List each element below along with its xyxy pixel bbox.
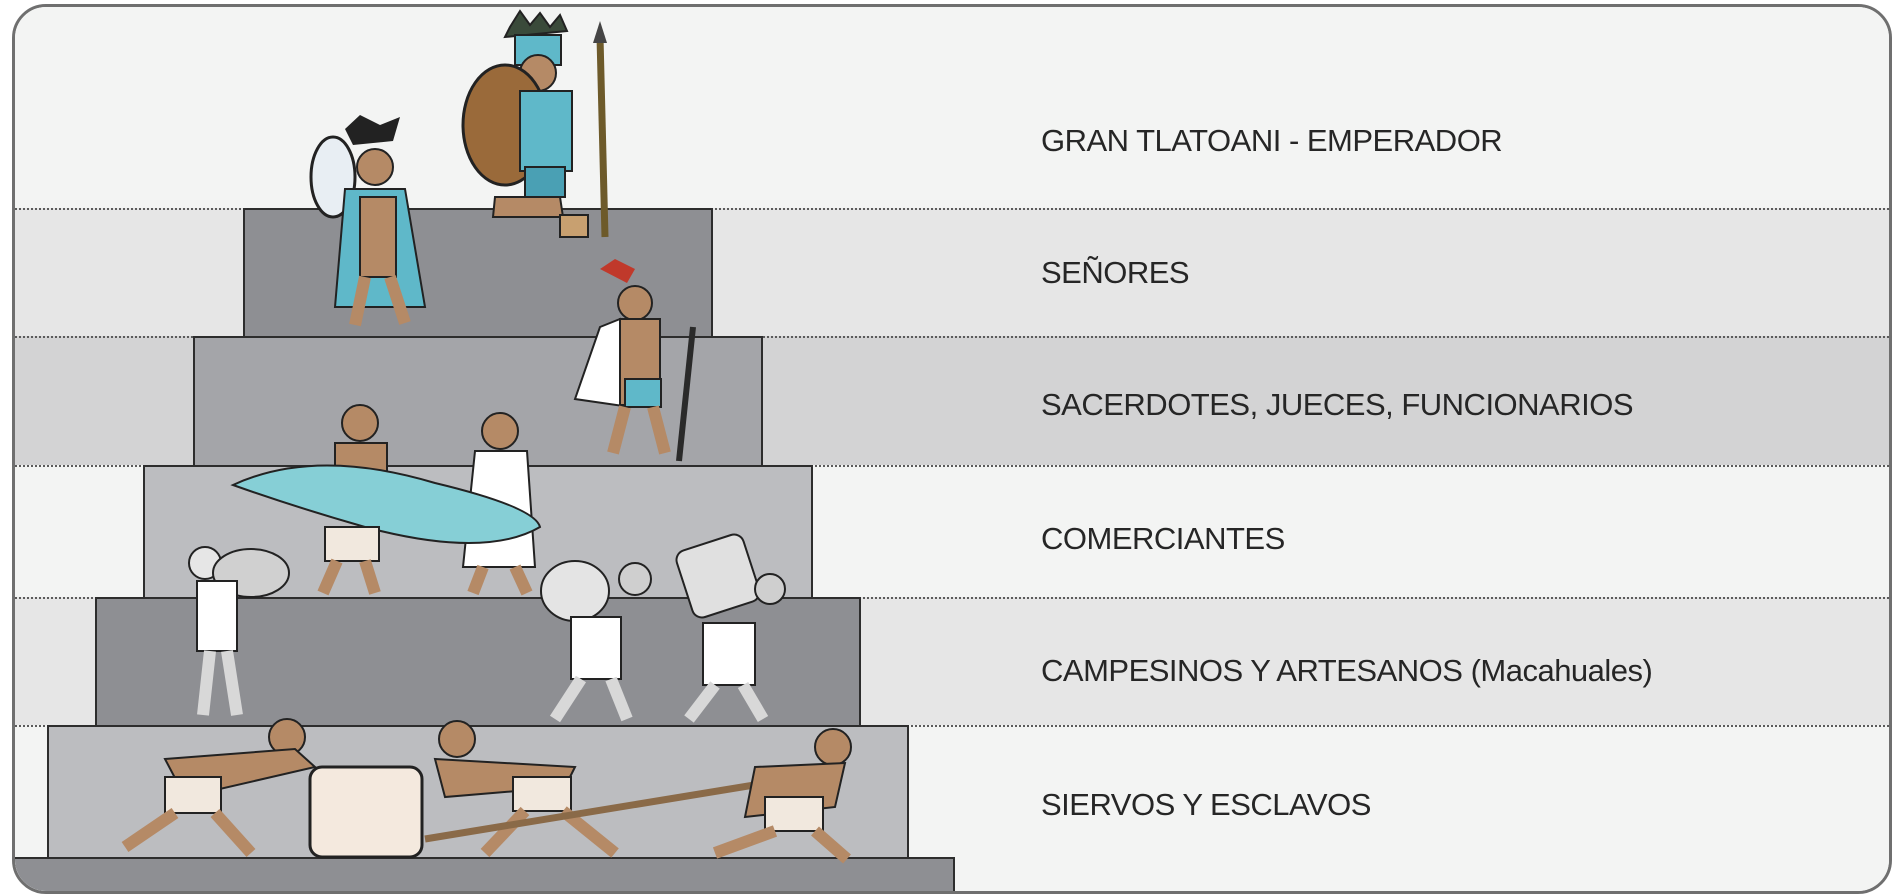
peasants-artisans-figure: [188, 533, 786, 723]
level-label-comerciantes: COMERCIANTES: [1041, 521, 1285, 556]
level-label-sacerdotes: SACERDOTES, JUECES, FUNCIONARIOS: [1041, 387, 1634, 422]
level-label-campesinos-main: CAMPESINOS Y ARTESANOS: [1041, 653, 1463, 688]
level-label-campesinos-sub: (Macahuales): [1470, 653, 1653, 688]
priest-figure: [573, 259, 696, 462]
divider: [15, 597, 1889, 599]
aztec-figures-illustration: [121, 9, 852, 864]
divider: [15, 465, 1889, 467]
divider: [15, 208, 1889, 210]
level-label-campesinos: CAMPESINOS Y ARTESANOS (Macahuales): [1041, 653, 1653, 689]
level-label-siervos: SIERVOS Y ESCLAVOS: [1041, 787, 1371, 822]
level-label-emperador: GRAN TLATOANI - EMPERADOR: [1041, 123, 1503, 158]
divider: [15, 336, 1889, 338]
level-label-senores: SEÑORES: [1041, 255, 1190, 290]
emperor-figure: [461, 9, 609, 238]
merchants-figure: [230, 404, 542, 596]
slaves-figure: [121, 718, 852, 864]
pyramid-diagram-frame: GRAN TLATOANI - EMPERADOR SEÑORES SACERD…: [12, 4, 1892, 894]
divider: [15, 725, 1889, 727]
lord-figure: [309, 115, 427, 327]
